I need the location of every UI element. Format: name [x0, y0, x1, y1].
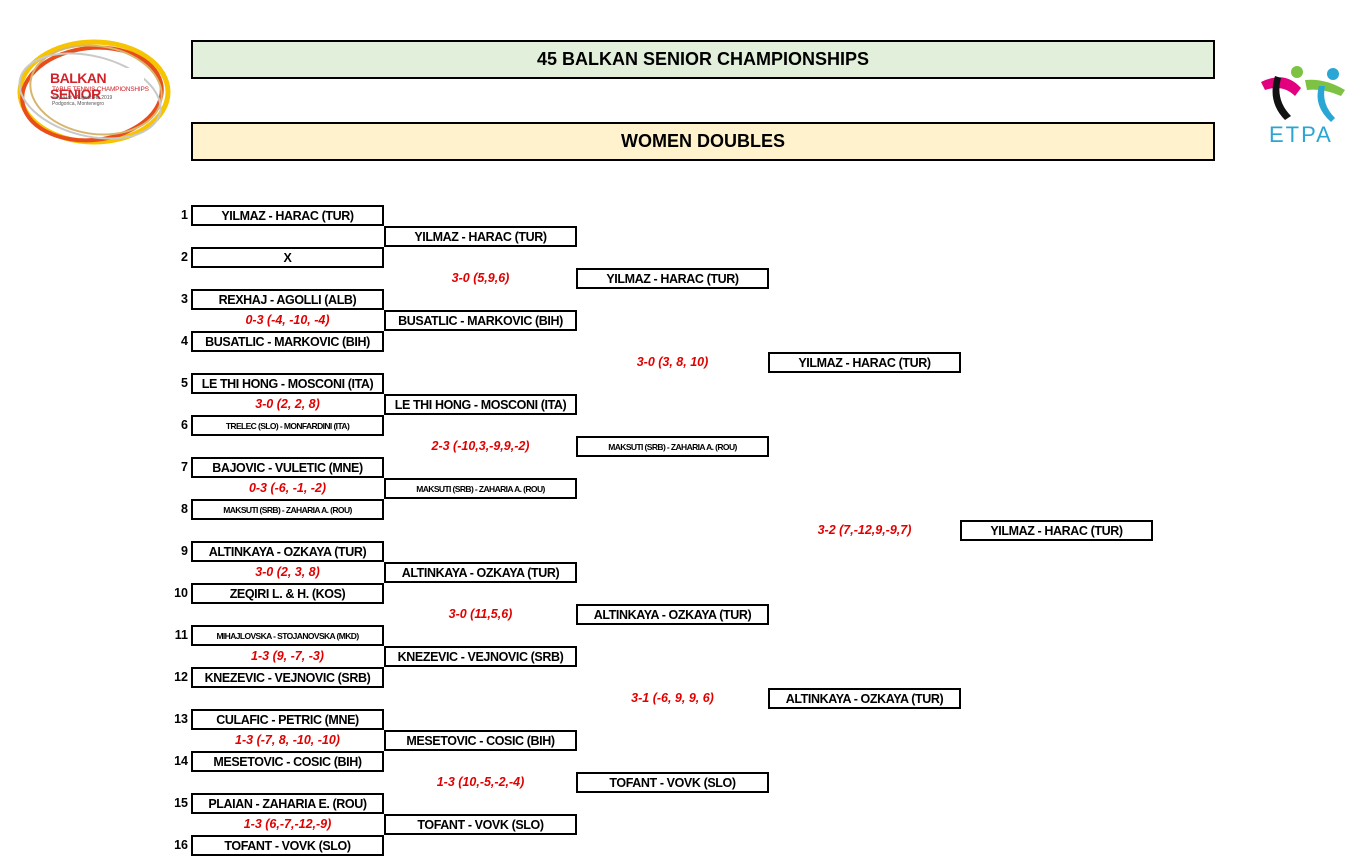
- seed-number: 9: [181, 544, 188, 558]
- round1-entry: LE THI HONG - MOSCONI (ITA): [191, 373, 384, 394]
- match-score: 1-3 (10,-5,-2,-4): [436, 775, 525, 789]
- round1-entry: ZEQIRI L. & H. (KOS): [191, 583, 384, 604]
- match-score: 3-0 (11,5,6): [448, 607, 513, 621]
- round2-entry: MESETOVIC - COSIC (BIH): [384, 730, 577, 751]
- logo-title: BALKAN SENIOR: [50, 70, 107, 102]
- round1-entry: TRELEC (SLO) - MONFARDINI (ITA): [191, 415, 384, 436]
- seed-number: 16: [174, 838, 188, 852]
- seed-number: 1: [181, 208, 188, 222]
- match-score: 0-3 (-4, -10, -4): [245, 313, 330, 327]
- round3-entry: YILMAZ - HARAC (TUR): [576, 268, 769, 289]
- match-score: 3-0 (2, 3, 8): [255, 565, 320, 579]
- balkan-senior-logo: BALKAN SENIOR TABLE TENNIS CHAMPIONSHIPS…: [14, 38, 174, 150]
- etpa-label: ETPA: [1269, 122, 1333, 147]
- round3-entry: TOFANT - VOVK (SLO): [576, 772, 769, 793]
- logo-dates: July 31st - August 4th 2019: [52, 95, 113, 101]
- round1-entry: MESETOVIC - COSIC (BIH): [191, 751, 384, 772]
- round1-entry: X: [191, 247, 384, 268]
- round3-entry: MAKSUTI (SRB) - ZAHARIA A. (ROU): [576, 436, 769, 457]
- match-score: 3-2 (7,-12,9,-9,7): [817, 523, 912, 537]
- round2-entry: ALTINKAYA - OZKAYA (TUR): [384, 562, 577, 583]
- seed-number: 2: [181, 250, 188, 264]
- seed-number: 8: [181, 502, 188, 516]
- round2-entry: BUSATLIC - MARKOVIC (BIH): [384, 310, 577, 331]
- round1-entry: TOFANT - VOVK (SLO): [191, 835, 384, 856]
- seed-number: 4: [181, 334, 188, 348]
- seed-number: 11: [174, 628, 188, 642]
- seed-number: 5: [181, 376, 188, 390]
- round1-entry: REXHAJ - AGOLLI (ALB): [191, 289, 384, 310]
- match-score: 0-3 (-6, -1, -2): [248, 481, 327, 495]
- seed-number: 14: [174, 754, 188, 768]
- seed-number: 3: [181, 292, 188, 306]
- championship-title: 45 BALKAN SENIOR CHAMPIONSHIPS: [191, 40, 1215, 79]
- match-score: 1-3 (9, -7, -3): [251, 649, 324, 663]
- match-score: 3-0 (2, 2, 8): [255, 397, 320, 411]
- match-score: 3-1 (-6, 9, 9, 6): [631, 691, 714, 705]
- seed-number: 15: [174, 796, 188, 810]
- seed-number: 6: [181, 418, 188, 432]
- match-score: 3-0 (3, 8, 10): [636, 355, 709, 369]
- round2-entry: YILMAZ - HARAC (TUR): [384, 226, 577, 247]
- match-score: 1-3 (-7, 8, -10, -10): [235, 733, 340, 747]
- round1-entry: MIHAJLOVSKA - STOJANOVSKA (MKD): [191, 625, 384, 646]
- round2-entry: MAKSUTI (SRB) - ZAHARIA A. (ROU): [384, 478, 577, 499]
- etpa-logo: ETPA: [1255, 60, 1346, 150]
- logo-location: Podgorica, Montenegro: [52, 101, 104, 107]
- round1-entry: ALTINKAYA - OZKAYA (TUR): [191, 541, 384, 562]
- match-score: 2-3 (-10,3,-9,9,-2): [431, 439, 530, 453]
- round2-entry: KNEZEVIC - VEJNOVIC (SRB): [384, 646, 577, 667]
- round2-entry: TOFANT - VOVK (SLO): [384, 814, 577, 835]
- logo-subtitle: TABLE TENNIS CHAMPIONSHIPS: [52, 86, 149, 93]
- etpa-figures-icon: [1261, 66, 1345, 122]
- round1-entry: CULAFIC - PETRIC (MNE): [191, 709, 384, 730]
- seed-number: 7: [181, 460, 188, 474]
- round1-entry: MAKSUTI (SRB) - ZAHARIA A. (ROU): [191, 499, 384, 520]
- round4-entry: ALTINKAYA - OZKAYA (TUR): [768, 688, 961, 709]
- balkan-senior-logo-swirl-icon: [17, 39, 171, 145]
- round3-entry: ALTINKAYA - OZKAYA (TUR): [576, 604, 769, 625]
- round1-entry: PLAIAN - ZAHARIA E. (ROU): [191, 793, 384, 814]
- seed-number: 10: [174, 586, 188, 600]
- event-title: WOMEN DOUBLES: [191, 122, 1215, 161]
- round1-entry: KNEZEVIC - VEJNOVIC (SRB): [191, 667, 384, 688]
- winner-entry: YILMAZ - HARAC (TUR): [960, 520, 1153, 541]
- seed-number: 12: [174, 670, 188, 684]
- match-score: 1-3 (6,-7,-12,-9): [243, 817, 332, 831]
- round2-entry: LE THI HONG - MOSCONI (ITA): [384, 394, 577, 415]
- round4-entry: YILMAZ - HARAC (TUR): [768, 352, 961, 373]
- seed-number: 13: [174, 712, 188, 726]
- round1-entry: YILMAZ - HARAC (TUR): [191, 205, 384, 226]
- match-score: 3-0 (5,9,6): [451, 271, 510, 285]
- round1-entry: BUSATLIC - MARKOVIC (BIH): [191, 331, 384, 352]
- round1-entry: BAJOVIC - VULETIC (MNE): [191, 457, 384, 478]
